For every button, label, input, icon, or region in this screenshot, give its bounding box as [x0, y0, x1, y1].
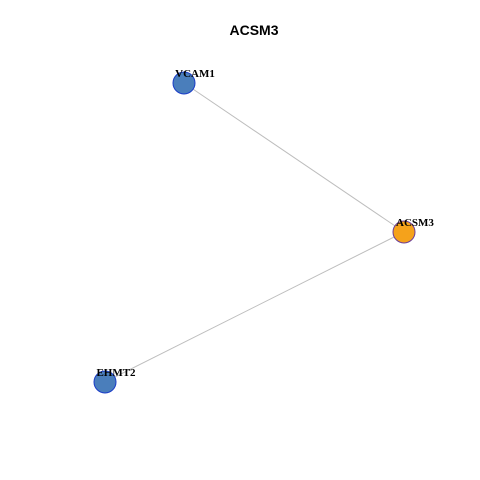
graph-title: ACSM3 [229, 22, 278, 38]
node-label-ehmt2: EHMT2 [96, 367, 136, 379]
node-label-acsm3: ACSM3 [396, 217, 434, 229]
node-vcam1[interactable]: VCAM1 [172, 68, 215, 95]
edge-vcam1-acsm3 [183, 82, 405, 233]
node-circle-ehmt2[interactable] [93, 370, 117, 394]
edges-layer [104, 82, 405, 383]
node-ehmt2[interactable]: EHMT2 [93, 367, 136, 394]
edge-acsm3-ehmt2 [104, 231, 405, 383]
node-acsm3[interactable]: ACSM3 [392, 217, 434, 244]
node-circle-acsm3[interactable] [392, 220, 416, 244]
node-circle-vcam1[interactable] [172, 71, 196, 95]
node-label-vcam1: VCAM1 [175, 68, 215, 80]
